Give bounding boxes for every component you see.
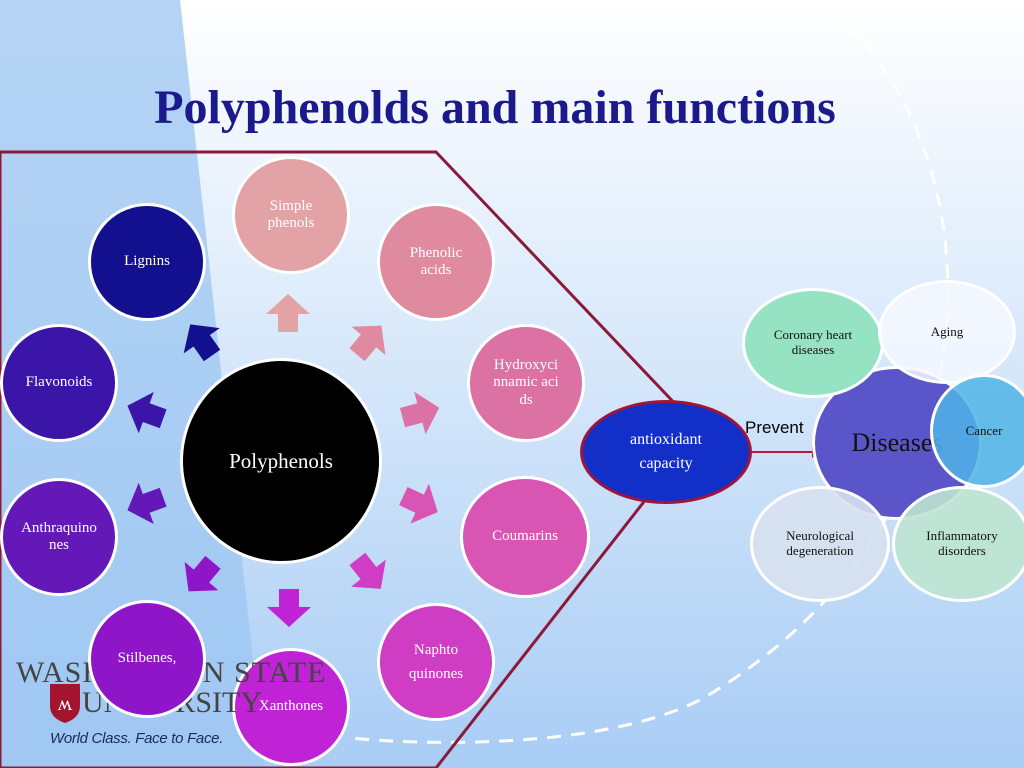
arrow-anthraquinones-icon xyxy=(127,482,167,525)
class-label: Coumarins xyxy=(492,528,558,545)
disease-label: Aging xyxy=(930,324,964,339)
class-hydroxycinnamic-acids: Hydroxycinnamic acids xyxy=(467,324,585,442)
class-label: Anthraquinones xyxy=(21,519,97,553)
class-coumarins: Coumarins xyxy=(460,476,590,598)
class-label: Flavonoids xyxy=(25,374,93,391)
arrow-phenolic-acids-icon xyxy=(349,325,386,362)
class-label: Stilbenes, xyxy=(117,650,177,667)
disease-label: Neurological degeneration xyxy=(786,528,854,558)
logo-tagline: World Class. Face to Face. xyxy=(50,730,224,747)
antioxidant-label: antioxidant capacity xyxy=(630,431,702,472)
class-phenolic-acids: Phenolic acids xyxy=(377,203,495,321)
polyphenols-center: Polyphenols xyxy=(180,358,382,564)
class-label: Phenolic acids xyxy=(409,244,463,278)
wsu-shield-icon: ʍ xyxy=(50,684,80,723)
arrow-flavonoids-icon xyxy=(127,391,167,434)
arrow-coumarins-icon xyxy=(399,483,438,524)
disease-coronary: Coronary heart diseases xyxy=(742,288,884,398)
class-simple-phenols: Simple phenols xyxy=(232,156,350,274)
polyphenols-center-label: Polyphenols xyxy=(229,448,333,473)
slide-title: Polyphenolds and main functions xyxy=(154,81,836,134)
svg-text:ʍ: ʍ xyxy=(58,693,73,715)
class-naphto-quinones: Naphto quinones xyxy=(377,603,495,721)
class-lignins: Lignins xyxy=(88,203,206,321)
disease-neurological: Neurological degeneration xyxy=(750,486,890,602)
class-anthraquinones: Anthraquinones xyxy=(0,478,118,596)
prevent-label: Prevent xyxy=(745,418,804,437)
class-xanthones: Xanthones xyxy=(232,648,350,766)
arrow-lignins-icon xyxy=(183,324,221,362)
class-label: Xanthones xyxy=(258,698,324,715)
arrow-xanthones-icon xyxy=(267,589,311,627)
class-stilbenes: Stilbenes, xyxy=(88,600,206,718)
arrow-naphtoquinones-icon xyxy=(349,552,386,589)
class-label: Simple phenols xyxy=(267,197,315,231)
class-label: Lignins xyxy=(124,253,170,270)
disease-label: Inflammatory disorders xyxy=(926,528,998,558)
arrow-hydroxycinnamic-icon xyxy=(399,391,440,435)
arrow-stilbenes-icon xyxy=(184,555,221,592)
arrow-simple-phenols-icon xyxy=(266,294,310,332)
class-flavonoids: Flavonoids xyxy=(0,324,118,442)
disease-label: Cancer xyxy=(965,422,1003,438)
antioxidant-capacity: antioxidant capacity xyxy=(580,400,752,504)
disease-inflammatory: Inflammatory disorders xyxy=(892,486,1024,602)
disease-label: Coronary heart diseases xyxy=(773,327,853,357)
disease-aging: Aging xyxy=(878,280,1016,384)
class-label: Hydroxycinnamic acids xyxy=(493,357,559,408)
class-label: Naphto quinones xyxy=(408,642,464,682)
diseases-label: Diseases xyxy=(851,428,943,458)
